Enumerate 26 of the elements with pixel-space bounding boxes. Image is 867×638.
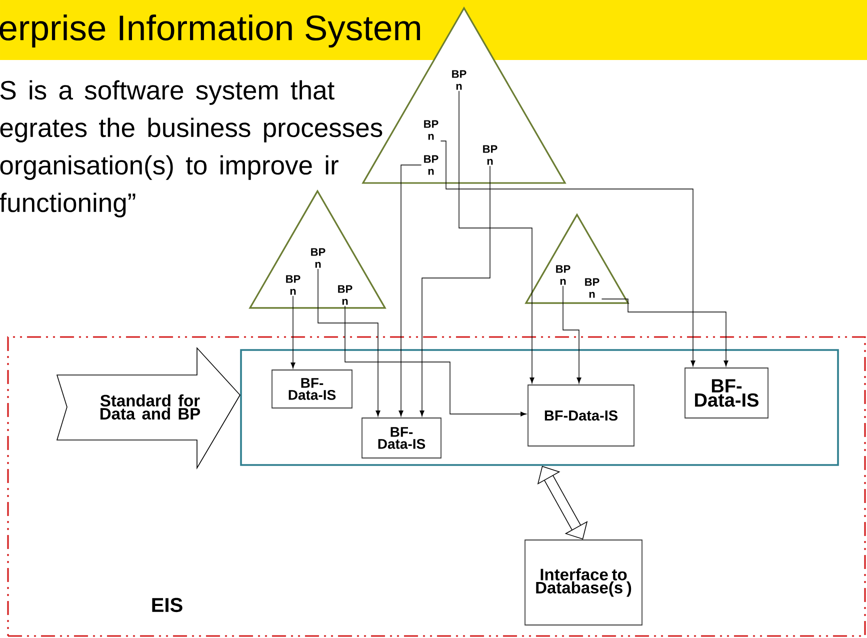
arrow [344,306,526,416]
process-label: BP n [338,285,352,305]
arrow [398,164,422,416]
process-label: BP n [452,70,466,90]
arrow [562,286,582,384]
arrow [420,166,490,416]
arrow [290,296,296,368]
body-text: S is a software system that egrates the business processes organisation(s) to improve ir functioning” [0,80,382,218]
process-label: BP n [585,278,600,298]
arrow [458,90,534,384]
process-label: BP n [483,145,498,165]
process-label: BP n [424,155,438,175]
process-label: BP n [424,120,438,140]
arrow [318,268,380,416]
title-band: erprise Information System [0,0,867,60]
arrow [440,140,696,366]
process-label: BP n [286,275,300,295]
process-box: BF-Data-IS [272,370,352,408]
process-label: BP n [311,248,326,268]
system-box [240,349,839,466]
arrow [601,298,728,366]
process-box: BF-Data-IS [528,384,634,446]
interface-box: Interface to Database(s ) [524,540,642,626]
process-box: BF-Data-IS [684,368,768,418]
process-box: BF-Data-IS [362,418,442,458]
process-label: BP n [556,265,570,285]
